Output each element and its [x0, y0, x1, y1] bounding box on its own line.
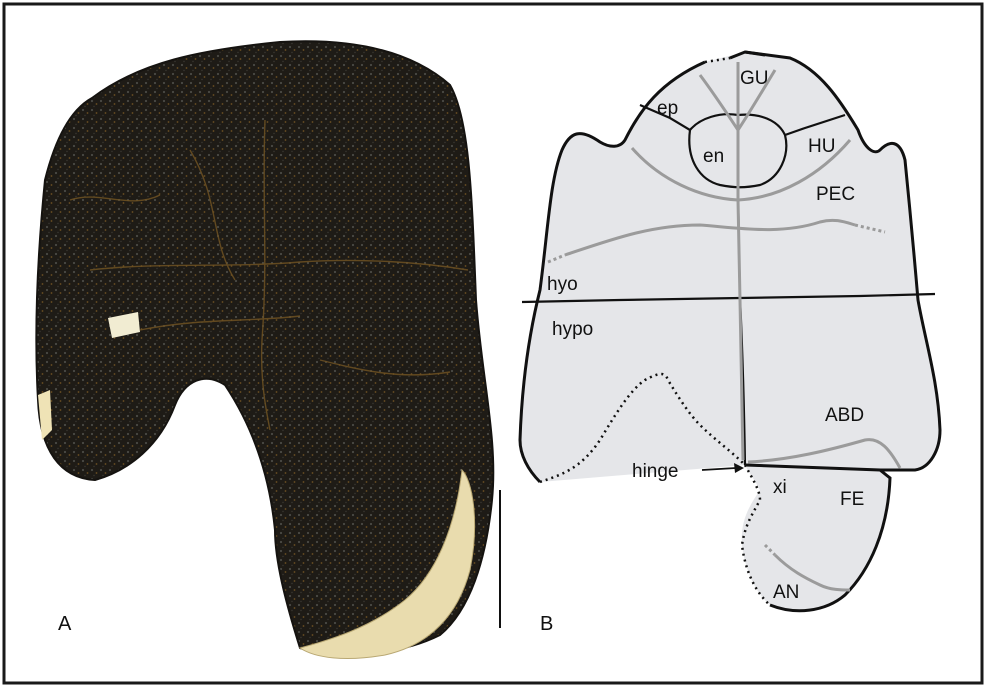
label-an: AN — [773, 582, 799, 603]
label-gu: GU — [740, 68, 769, 89]
label-en: en — [703, 146, 724, 167]
label-hyo: hyo — [547, 274, 578, 295]
label-hu: HU — [808, 136, 835, 157]
label-xi: xi — [773, 477, 787, 498]
label-abd: ABD — [825, 405, 864, 426]
panel-label-b: B — [540, 613, 553, 635]
label-ep: ep — [657, 98, 678, 119]
label-pec: PEC — [816, 184, 855, 205]
label-hinge: hinge — [632, 461, 679, 482]
panel-label-a: A — [58, 613, 72, 635]
label-hypo: hypo — [552, 319, 593, 340]
label-fe: FE — [840, 489, 864, 510]
